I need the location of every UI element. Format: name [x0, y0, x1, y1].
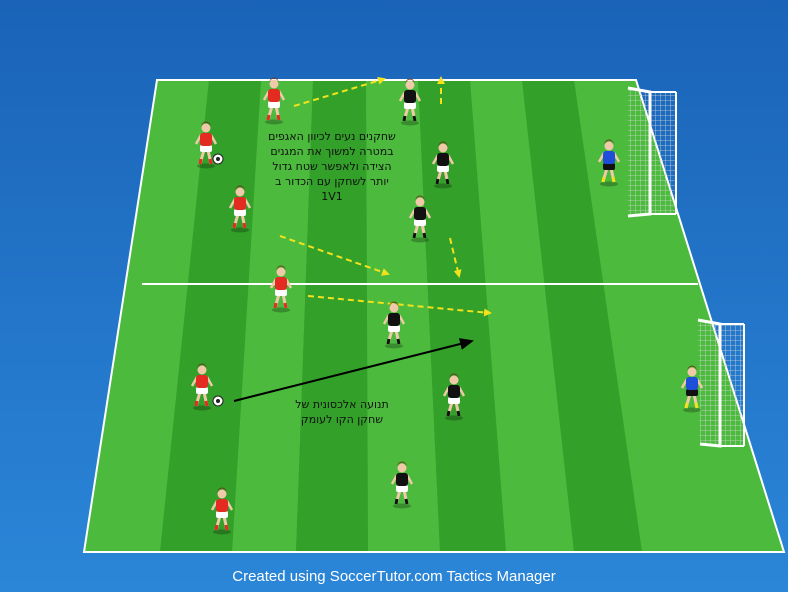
attacker-icon — [210, 487, 234, 535]
pass-arrow — [293, 76, 386, 107]
pass-arrow — [307, 295, 492, 317]
annotation-line: הצידה ולאפשר שטח גדול — [272, 160, 392, 173]
attacker-icon — [194, 121, 218, 169]
annotation-line: תנועה אלכסונית של — [295, 398, 389, 411]
defender-icon — [408, 195, 432, 243]
diagonal-run-arrow — [233, 338, 474, 402]
annotation-top: שחקנים נעים לכיוון האגפים במטרה למשוך את… — [248, 129, 416, 204]
pitch-stripes — [84, 80, 784, 552]
defender-icon — [390, 461, 414, 509]
attacker-icon — [269, 265, 293, 313]
attacker-icon — [262, 77, 286, 125]
defender-icon — [382, 301, 406, 349]
annotation-line: שחקנים נעים לכיוון האגפים — [268, 130, 396, 143]
goalkeeper-icon — [680, 365, 704, 413]
defender-icon — [398, 78, 422, 126]
annotation-line: 1V1 — [321, 190, 343, 203]
goalkeeper-icon — [597, 139, 621, 187]
annotation-bottom: תנועה אלכסונית של שחקן הקו לעומק — [272, 397, 412, 427]
players-layer — [190, 77, 704, 535]
goal-top — [627, 86, 677, 218]
footer-credit: Created using SoccerTutor.com Tactics Ma… — [232, 568, 556, 585]
pass-arrow — [279, 235, 390, 276]
attacker-icon — [228, 185, 252, 233]
pitch-outline — [82, 79, 786, 553]
annotation-line: שחקן הקו לעומק — [300, 413, 384, 426]
attacker-icon — [190, 363, 214, 411]
defender-icon — [431, 141, 455, 189]
annotation-line: יותר לשחקן עם הכדור ב — [275, 175, 389, 188]
ball-icon — [212, 153, 224, 165]
defender-icon — [442, 373, 466, 421]
goal-bottom — [697, 318, 745, 448]
run-arrow — [449, 237, 462, 278]
ball-icon — [212, 395, 224, 407]
annotation-line: במטרה למשוך את המגנים — [270, 145, 394, 158]
